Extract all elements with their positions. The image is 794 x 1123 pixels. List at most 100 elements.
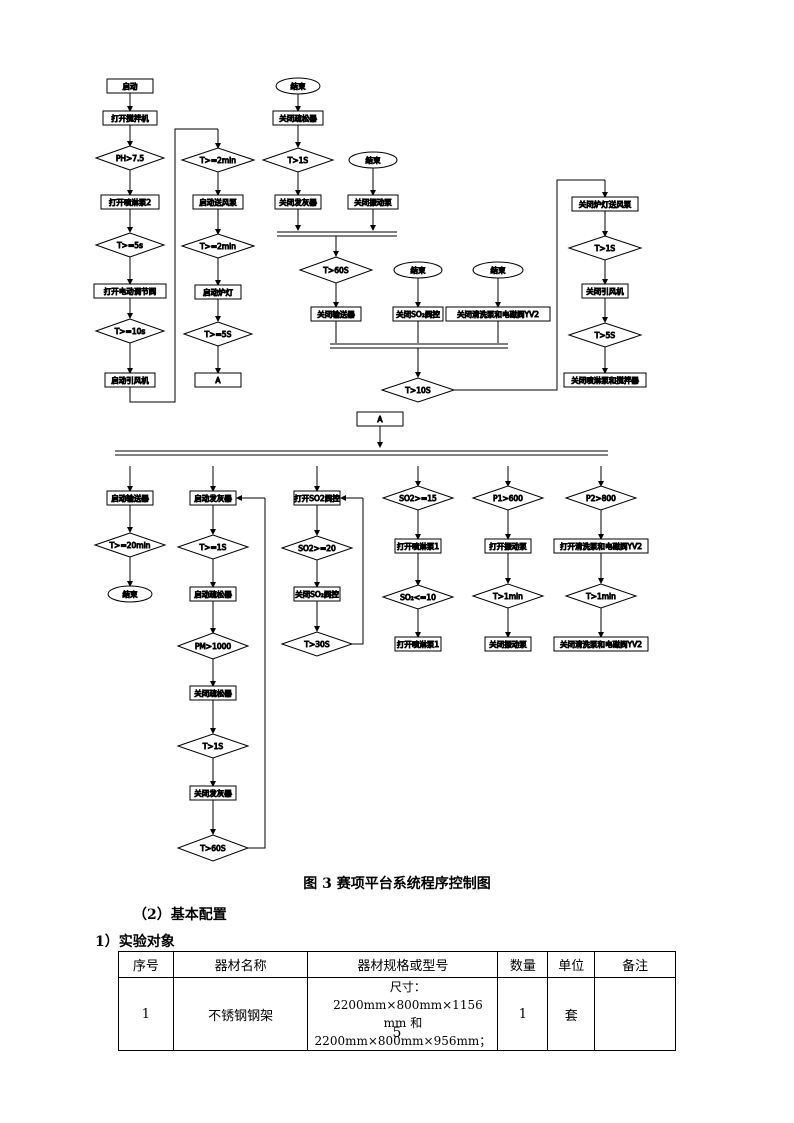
node-label: T>1min <box>492 592 523 601</box>
process-box <box>356 411 404 427</box>
process-box <box>392 306 444 322</box>
node-label: 结束 <box>411 265 426 275</box>
decision-diamond <box>180 147 256 173</box>
node-label: 启动炉灯 <box>203 287 233 297</box>
process-box <box>484 636 532 652</box>
terminal-oval <box>472 261 524 279</box>
node-label: 结束 <box>366 155 381 165</box>
node-label: 打开喷淋泵1 <box>397 541 439 551</box>
node-label: 启动 <box>123 81 138 91</box>
process-box <box>192 194 244 210</box>
node-label: T>=10s <box>114 327 146 336</box>
node-label: 打开喷淋泵1 <box>397 639 439 649</box>
node-label: 关闭疏松器 <box>194 688 232 698</box>
process-box <box>484 538 532 554</box>
cell-qty: 1 <box>497 977 549 1051</box>
process-box <box>310 306 362 322</box>
header-cell: 单位 <box>547 951 596 978</box>
node-label: SO₂<=10 <box>400 593 436 602</box>
decision-diamond <box>176 534 250 560</box>
process-box <box>189 586 237 602</box>
node-label: 结束 <box>123 589 138 599</box>
process-box <box>93 283 167 299</box>
cell-spec: 尺寸：2200mm×800mm×1156 mm 和 2200mm×800mm×9… <box>307 977 499 1051</box>
node-label: 打开电动调节阀 <box>104 286 157 296</box>
node-label: 关闭发灰器 <box>194 788 232 798</box>
flow-shapes: 启动打开搅拌机PH>7.5打开喷淋泵2T>=5s打开电动调节阀T>=10s启动引… <box>93 77 649 862</box>
node-label: 关闭引风机 <box>586 286 624 296</box>
node-label: 启动送风泵 <box>199 197 237 207</box>
node-label: 打开搅拌机 <box>111 113 149 123</box>
process-box <box>563 372 647 388</box>
decision-diamond <box>176 834 250 862</box>
node-label: 关闭振动泵 <box>354 197 392 207</box>
header-cell: 数量 <box>497 951 549 978</box>
flow-line <box>454 179 605 391</box>
figure-caption: 图 3 赛项平台系统程序控制图 <box>303 876 491 892</box>
node-label: PM>1000 <box>195 642 232 651</box>
node-label: 结束 <box>491 265 506 275</box>
table-header-row: 序号 器材名称 器材规格或型号 数量 单位 备注 <box>118 951 676 978</box>
node-label: 关闭振动泵 <box>489 639 527 649</box>
node-label: A <box>377 415 383 424</box>
node-label: T>1min <box>585 592 616 601</box>
terminal-oval <box>393 261 443 279</box>
program-control-flowchart: 启动打开搅拌机PH>7.5打开喷淋泵2T>=5s打开电动调节阀T>=10s启动引… <box>93 77 649 862</box>
decision-diamond <box>261 147 335 173</box>
terminal-oval <box>348 151 398 169</box>
process-box <box>189 685 237 701</box>
table-row: 1 不锈钢钢架 尺寸：2200mm×800mm×1156 mm 和 2200mm… <box>118 977 676 1051</box>
node-label: T>60S <box>322 266 348 275</box>
process-box <box>581 283 629 299</box>
process-box <box>189 490 237 506</box>
node-label: 打开清洗泵和电磁阀YV2 <box>560 541 642 551</box>
decision-diamond <box>176 733 250 759</box>
node-label: T>=2min <box>199 156 236 165</box>
equipment-table: 序号 器材名称 器材规格或型号 数量 单位 备注 1 不锈钢钢架 尺寸：2200… <box>118 951 676 1051</box>
process-box <box>553 538 649 554</box>
process-box <box>189 785 237 801</box>
node-label: 打开喷淋泵2 <box>109 197 151 207</box>
decision-diamond <box>471 583 545 609</box>
node-label: P2>800 <box>586 494 616 503</box>
page-number: 5 <box>392 1025 402 1041</box>
process-box <box>100 194 160 210</box>
decision-diamond <box>93 532 167 558</box>
section-title: （2）基本配置 <box>133 907 227 923</box>
node-label: T>=5s <box>116 241 143 250</box>
node-label: SO2>=15 <box>399 494 437 503</box>
process-box <box>394 636 442 652</box>
decision-diamond <box>280 631 354 657</box>
node-label: T>30S <box>303 640 329 649</box>
process-box <box>571 196 639 212</box>
node-label: P1>600 <box>493 494 523 503</box>
process-box <box>293 490 341 506</box>
node-label: SO2>=20 <box>298 544 336 553</box>
decision-diamond <box>94 232 166 258</box>
decision-diamond <box>567 322 643 348</box>
node-label: 关闭清洗泵和电磁阀YV2 <box>457 309 539 319</box>
decision-diamond <box>94 145 166 171</box>
node-label: 启动疏松器 <box>194 589 232 599</box>
flow-line <box>129 128 218 403</box>
terminal-oval <box>107 585 153 603</box>
node-label: T>1S <box>202 742 224 751</box>
decision-diamond <box>567 235 643 261</box>
node-label: 关闭SO₂阀控 <box>396 309 440 319</box>
node-label: T>1S <box>594 244 616 253</box>
node-label: 启动输送器 <box>111 493 149 503</box>
terminal-oval <box>275 77 321 95</box>
node-label: A <box>215 376 221 385</box>
process-box <box>106 490 154 506</box>
decision-diamond <box>471 485 545 511</box>
process-box <box>274 194 322 210</box>
decision-diamond <box>381 584 455 610</box>
cell-no: 1 <box>118 977 174 1051</box>
cell-note <box>594 977 676 1051</box>
decision-diamond <box>180 233 256 259</box>
cell-name: 不锈钢钢架 <box>172 977 309 1051</box>
decision-diamond <box>298 256 374 284</box>
node-label: 关闭发灰器 <box>279 197 317 207</box>
node-label: T>10S <box>404 386 430 395</box>
process-box <box>102 110 158 126</box>
